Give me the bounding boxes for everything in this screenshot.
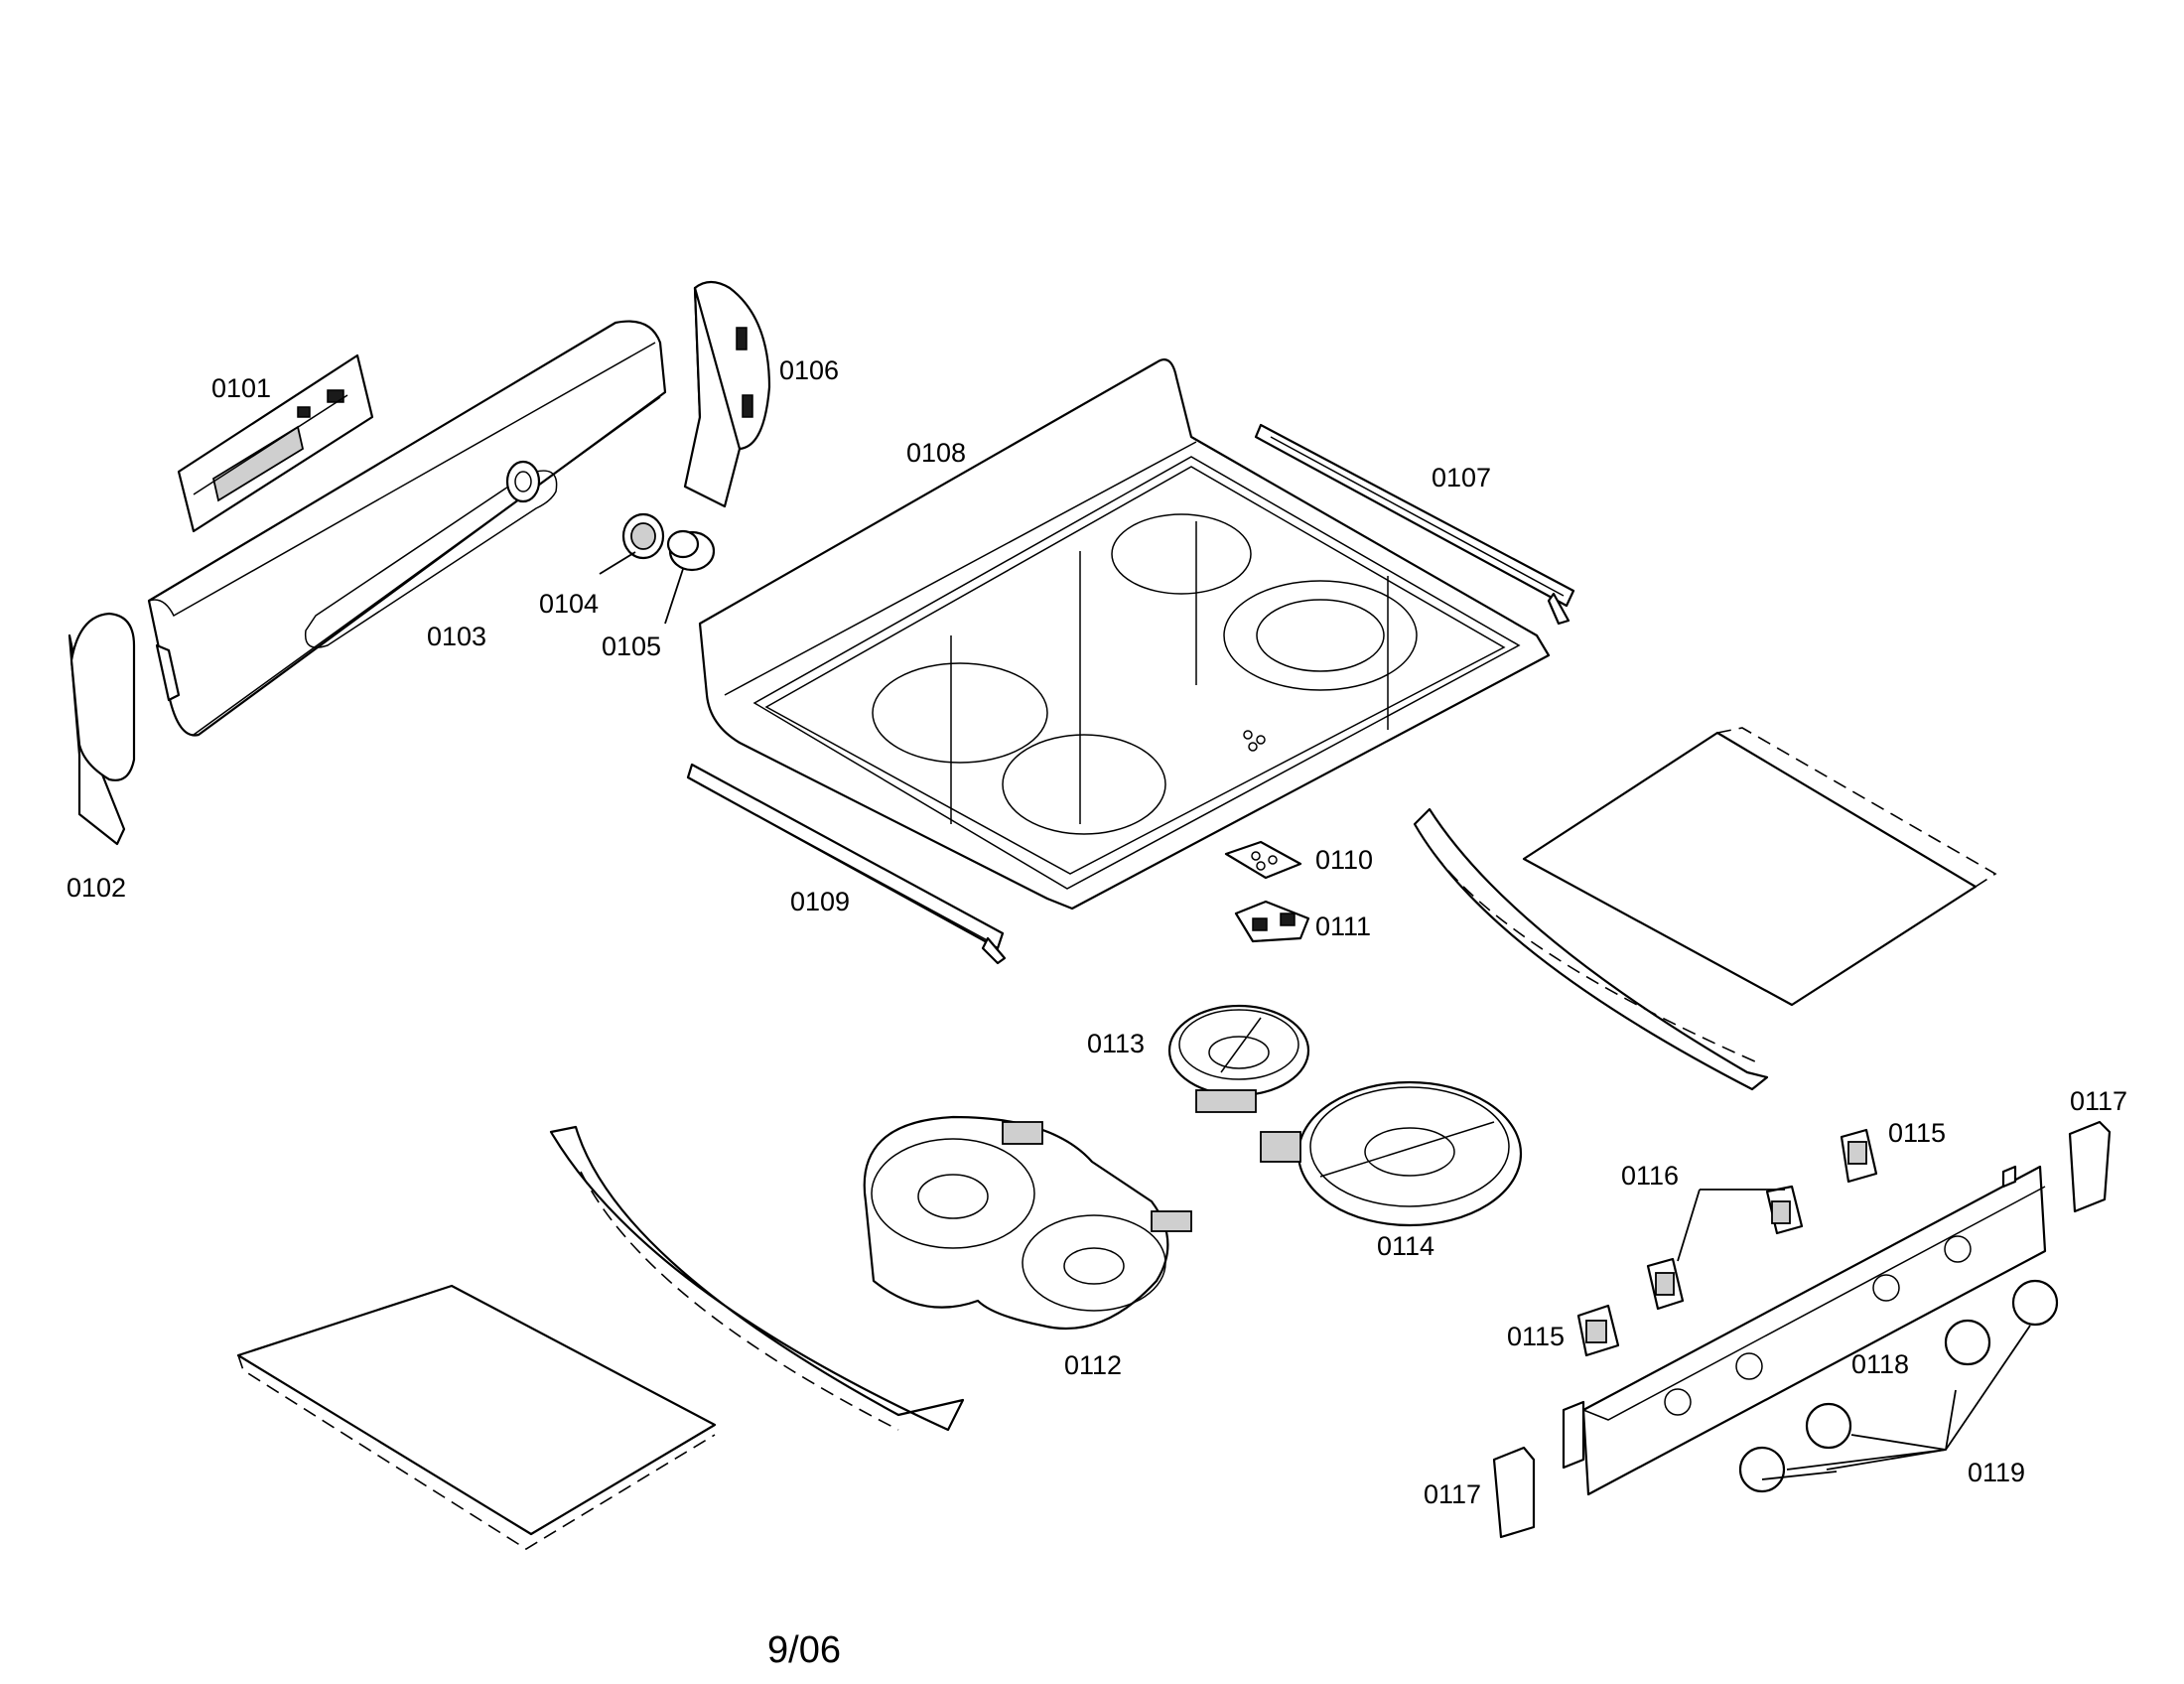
label-0114: 0114	[1377, 1231, 1434, 1261]
label-0115-lower: 0115	[1507, 1322, 1565, 1351]
part-0114-radiant-element	[1260, 1080, 1523, 1227]
label-0117-upper: 0117	[2070, 1086, 2127, 1116]
part-0115-switch-lower	[1576, 1304, 1620, 1357]
label-0113: 0113	[1087, 1029, 1145, 1058]
label-0118: 0118	[1851, 1349, 1909, 1379]
leader-lines	[599, 551, 2031, 1480]
label-0108: 0108	[906, 438, 966, 468]
part-0117-end-cap-upper	[2068, 1120, 2112, 1213]
label-0105: 0105	[602, 632, 661, 661]
part-0110-insulation-pad	[1224, 840, 1302, 880]
part-0107-rear-rail	[1254, 423, 1575, 626]
part-0101-control-board	[177, 353, 374, 533]
label-0104: 0104	[539, 589, 599, 619]
label-0102: 0102	[67, 873, 126, 903]
part-0118-control-panel	[1562, 1165, 2047, 1496]
label-0107: 0107	[1432, 463, 1491, 492]
part-labels: 0101 0102 0103 0104 0105 0106 0107 0108 …	[67, 355, 2127, 1509]
part-0103-backguard	[147, 320, 667, 737]
part-0105-knob	[666, 529, 716, 572]
label-0103: 0103	[427, 622, 486, 651]
part-0113-radiant-element	[1167, 1004, 1310, 1113]
date-code: 9/06	[767, 1629, 841, 1671]
part-0112-dual-element	[863, 1115, 1192, 1331]
part-0111-limit-switch	[1234, 900, 1310, 943]
label-0115-upper: 0115	[1888, 1118, 1946, 1148]
label-0116: 0116	[1621, 1161, 1679, 1191]
label-0117-lower: 0117	[1424, 1479, 1481, 1509]
part-0102-left-end-cap	[68, 612, 136, 846]
part-0104-knob-bezel	[621, 512, 665, 560]
label-0109: 0109	[790, 887, 850, 916]
part-0116-switch-upper	[1765, 1185, 1804, 1235]
part-0119-knobs	[1738, 1279, 2059, 1493]
label-0111: 0111	[1315, 912, 1371, 941]
part-0108-cooktop	[698, 358, 1551, 911]
part-left-heat-shield	[236, 1125, 965, 1550]
label-0101: 0101	[211, 373, 271, 403]
part-0109-front-rail	[686, 763, 1007, 965]
label-0119: 0119	[1968, 1458, 2025, 1487]
part-0115-switch-upper	[1840, 1128, 1878, 1184]
label-0112: 0112	[1064, 1350, 1122, 1380]
part-0117-end-cap-lower	[1492, 1446, 1536, 1539]
part-right-heat-shield	[1413, 727, 1997, 1091]
label-0106: 0106	[779, 355, 839, 385]
part-0106-right-end-cap	[683, 280, 771, 508]
label-0110: 0110	[1315, 845, 1373, 875]
part-0116-switch-lower	[1646, 1257, 1685, 1311]
